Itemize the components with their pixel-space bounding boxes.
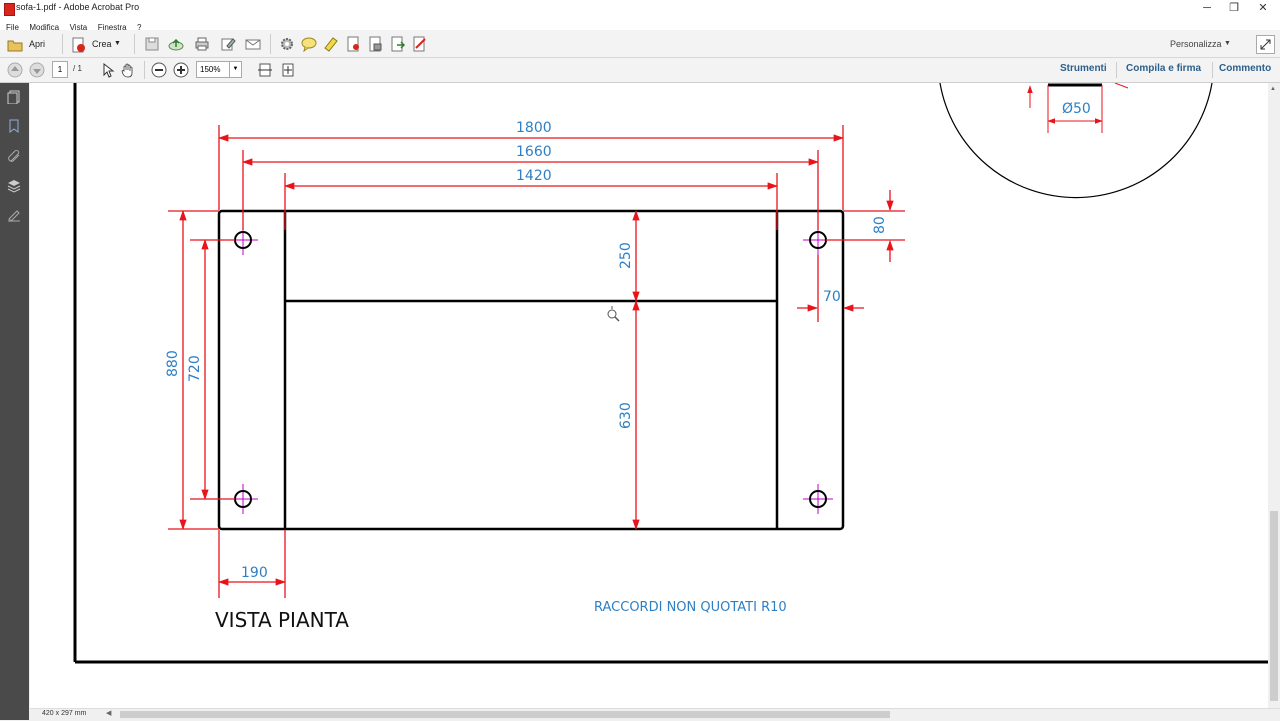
tools-link[interactable]: Strumenti	[1060, 63, 1107, 74]
zoom-level-input[interactable]: 150%	[196, 61, 233, 78]
view-title: VISTA PIANTA	[215, 608, 349, 632]
next-page-icon[interactable]	[29, 62, 45, 78]
close-button[interactable]: ✕	[1258, 2, 1268, 14]
dim-250: 250	[618, 242, 634, 269]
secure-icon[interactable]	[367, 36, 383, 52]
select-tool-icon[interactable]	[100, 62, 116, 78]
toolbar-divider	[134, 34, 135, 54]
zoom-cursor-icon	[607, 306, 620, 322]
attachments-icon[interactable]	[7, 149, 21, 163]
document-view[interactable]: Ø50	[30, 83, 1268, 708]
create-button[interactable]: Crea	[92, 39, 112, 49]
menu-vista[interactable]: Vista	[69, 23, 88, 32]
menu-bar: File Modifica Vista Finestra ?	[0, 17, 1280, 32]
page-size-label: 420 x 297 mm	[42, 710, 87, 717]
zoom-out-icon[interactable]	[151, 62, 167, 78]
scroll-left-icon[interactable]: ◀	[106, 710, 112, 717]
export-icon[interactable]	[389, 36, 405, 52]
bookmarks-icon[interactable]	[7, 119, 21, 133]
dim-630: 630	[618, 402, 634, 429]
hole-bottom-right	[803, 484, 833, 514]
customize-dropdown-icon[interactable]: ▼	[1224, 40, 1231, 47]
main-toolbar: Apri Crea ▼ Personalizza ▼	[0, 30, 1280, 58]
dim-1800: 1800	[516, 120, 552, 136]
settings-icon[interactable]	[279, 36, 295, 52]
title-bar: sofa-1.pdf - Adobe Acrobat Pro ─ ❐ ✕	[0, 0, 1280, 17]
create-dropdown-icon[interactable]: ▼	[114, 40, 121, 47]
zoom-dropdown-icon[interactable]: ▼	[229, 61, 242, 78]
highlight-icon[interactable]	[323, 36, 339, 52]
dimensions	[168, 125, 905, 598]
status-bar: 420 x 297 mm ◀	[30, 708, 1280, 721]
menu-modifica[interactable]: Modifica	[29, 23, 60, 32]
navigation-panel	[0, 83, 29, 720]
restore-button[interactable]: ❐	[1229, 2, 1239, 14]
horizontal-scroll-thumb[interactable]	[120, 711, 890, 718]
page-total: / 1	[73, 64, 82, 73]
pages-icon[interactable]	[7, 90, 21, 104]
create-pdf-icon	[72, 37, 85, 53]
sheet-border	[73, 83, 1268, 664]
layers-icon[interactable]	[7, 179, 21, 193]
zoom-in-icon[interactable]	[173, 62, 189, 78]
page-number-input[interactable]: 1	[52, 61, 68, 78]
toolbar-divider	[144, 61, 145, 79]
mounting-holes	[228, 225, 833, 514]
toolbar-divider	[62, 34, 63, 54]
previous-page-icon[interactable]	[7, 62, 23, 78]
edit-icon[interactable]	[220, 36, 236, 52]
dim-70: 70	[823, 289, 841, 305]
scroll-up-icon[interactable]: ▲	[1270, 86, 1276, 92]
cloud-upload-icon[interactable]	[168, 36, 184, 52]
menu-finestra[interactable]: Finestra	[97, 23, 127, 32]
vertical-scroll-thumb[interactable]	[1270, 511, 1278, 701]
detail-view: Ø50	[939, 83, 1213, 199]
acrobat-app-icon	[4, 3, 15, 16]
toolbar-divider	[1116, 62, 1117, 78]
fill-sign-link[interactable]: Compila e firma	[1126, 63, 1202, 74]
sign-icon[interactable]	[411, 36, 427, 52]
window-title: sofa-1.pdf - Adobe Acrobat Pro	[16, 2, 140, 12]
menu-file[interactable]: File	[6, 23, 19, 32]
menu-help[interactable]: ?	[137, 23, 142, 32]
dim-1660: 1660	[516, 144, 552, 160]
toolbar-divider	[270, 34, 271, 54]
customize-button[interactable]: Personalizza	[1170, 39, 1222, 49]
vertical-scrollbar[interactable]: ▲	[1268, 83, 1280, 708]
dim-880: 880	[165, 350, 181, 377]
email-icon[interactable]	[245, 36, 261, 52]
fit-page-icon[interactable]	[280, 62, 296, 78]
minimize-button[interactable]: ─	[1203, 2, 1211, 14]
save-icon[interactable]	[144, 36, 160, 52]
document-icon[interactable]	[345, 36, 361, 52]
dim-80: 80	[872, 216, 888, 234]
toolbar-divider	[1212, 62, 1213, 78]
folder-open-icon	[7, 40, 23, 52]
hand-tool-icon[interactable]	[120, 62, 136, 78]
dim-1420: 1420	[516, 168, 552, 184]
open-button[interactable]: Apri	[29, 39, 46, 49]
signatures-icon[interactable]	[7, 209, 21, 223]
comment-icon[interactable]	[301, 36, 317, 52]
comment-link[interactable]: Commento	[1219, 63, 1272, 74]
expand-icon[interactable]	[1256, 35, 1275, 54]
dim-720: 720	[187, 355, 203, 382]
cad-drawing: Ø50	[73, 83, 1268, 664]
dim-diameter-50: Ø50	[1062, 101, 1091, 117]
fillet-note: RACCORDI NON QUOTATI R10	[594, 600, 787, 615]
print-icon[interactable]	[194, 36, 210, 52]
dim-190: 190	[241, 565, 268, 581]
fit-width-icon[interactable]	[257, 62, 273, 78]
plan-outline	[217, 209, 845, 531]
